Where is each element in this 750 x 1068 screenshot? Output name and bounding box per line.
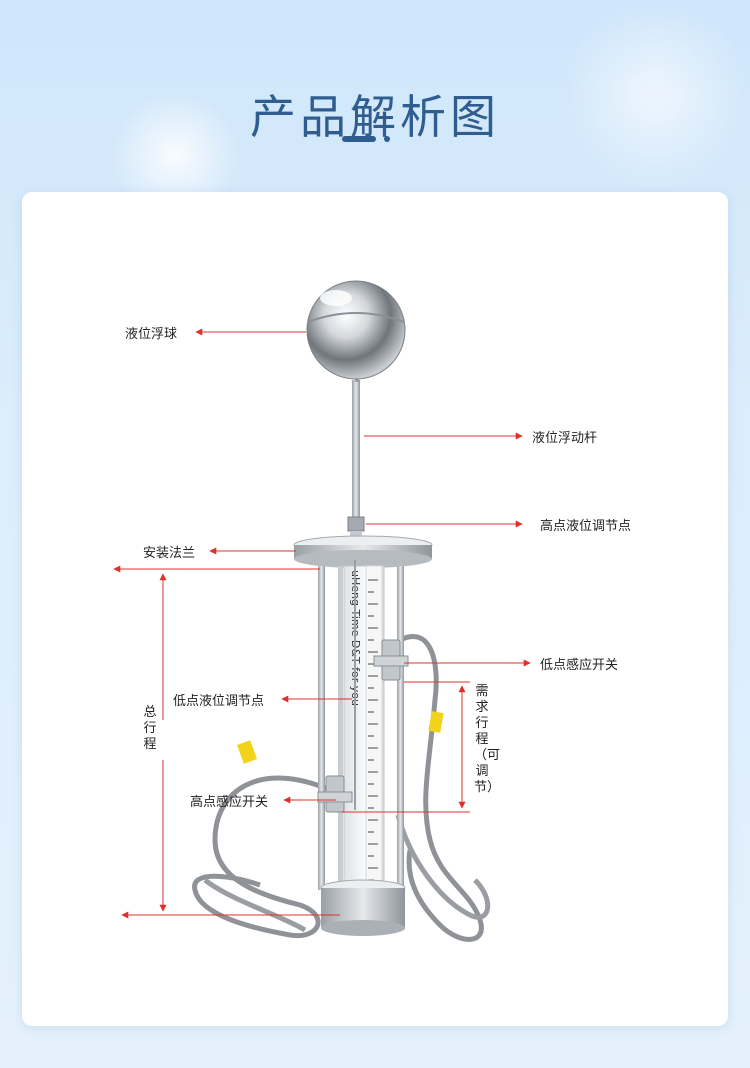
guide-rod (397, 566, 404, 890)
label-high-switch: 高点感应开关 (190, 795, 269, 810)
label-total-travel: 总行程 (143, 705, 157, 752)
float-rod (352, 380, 360, 522)
title-underline-bar (342, 136, 376, 142)
cable-tag (237, 740, 257, 764)
scale-strip (365, 565, 383, 913)
label-float-rod: 液位浮动杆 (532, 431, 598, 446)
label-high-adjust: 高点液位调节点 (540, 519, 632, 534)
label-flange: 安装法兰 (143, 546, 196, 561)
float-ball-seam (307, 312, 405, 323)
guide-rod (318, 566, 325, 890)
label-float-ball: 液位浮球 (125, 327, 178, 342)
high-switch-clamp (317, 791, 353, 803)
page-title: 产品解析图 (250, 89, 500, 144)
low-switch-clamp (373, 655, 409, 667)
base-bottom (321, 920, 405, 936)
cable-tag (428, 711, 444, 733)
label-required-travel: 需求行程（可调节） (474, 684, 501, 795)
guide-rod (338, 566, 343, 890)
scale-ticks (368, 579, 378, 893)
label-low-adjust: 低点液位调节点 (173, 694, 265, 709)
low-switch-cable (395, 814, 491, 920)
label-low-switch: 低点感应开关 (540, 658, 619, 673)
high-adjust-nut (347, 516, 365, 532)
float-ball-highlight (320, 290, 352, 306)
low-switch-cable (398, 634, 484, 942)
title-underline-dot (384, 136, 390, 142)
high-switch-cable (203, 878, 307, 933)
flange-bottom (294, 550, 432, 568)
